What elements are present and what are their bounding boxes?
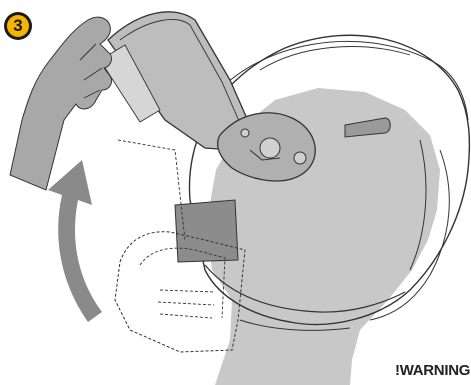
lift-arrow [48, 160, 102, 322]
lowered-visor-dashed [118, 140, 185, 240]
step-number-label: 3 [7, 15, 29, 37]
warning-label: !WARNING [395, 362, 470, 379]
hand [10, 17, 112, 190]
helmet-shell-vent-line [260, 47, 410, 70]
lowered-chin-bar-dashed-vents [158, 290, 215, 318]
step-number-badge: 3 [4, 12, 32, 40]
